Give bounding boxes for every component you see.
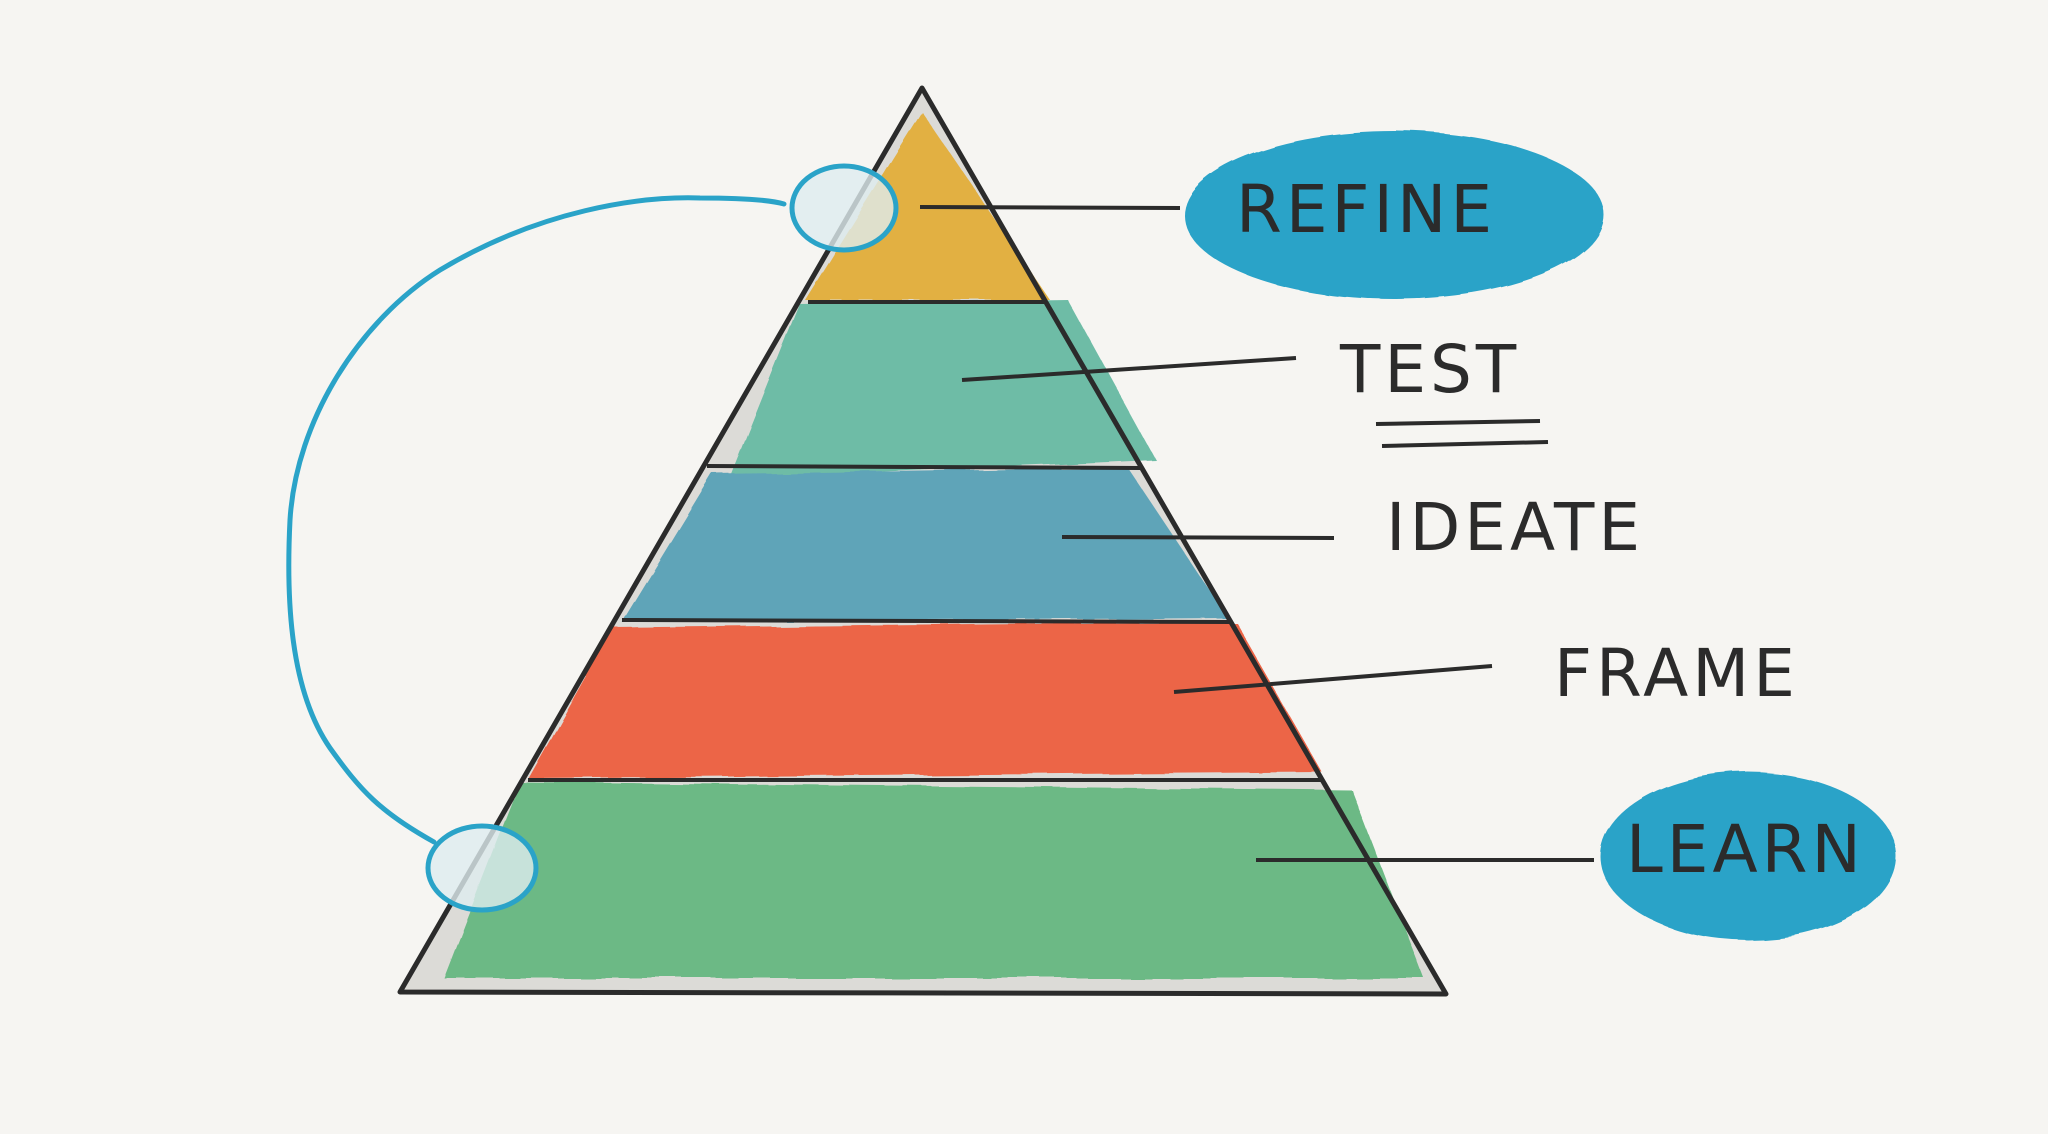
divider-2	[706, 464, 1141, 470]
layer-ideate-fill	[622, 468, 1228, 622]
leader-frame	[1173, 664, 1493, 694]
pyramid-outline	[397, 85, 1449, 997]
learn-highlight-circle	[425, 823, 539, 913]
label-learn: LEARN	[1626, 811, 1865, 888]
divider-3	[621, 618, 1233, 624]
label-refine: REFINE	[1236, 171, 1496, 248]
label-frame: FRAME	[1554, 635, 1799, 712]
leader-refine	[919, 205, 1181, 210]
leader-ideate	[1061, 535, 1335, 540]
highlight-blob-learn	[1600, 772, 1896, 940]
layer-test-fill	[730, 300, 1156, 478]
feedback-connector	[286, 195, 787, 845]
label-ideate: IDEATE	[1386, 489, 1644, 566]
test-underline-2	[1381, 440, 1549, 448]
leader-test	[961, 356, 1297, 382]
test-underline-1	[1375, 419, 1541, 426]
highlight-blob-refine	[1184, 131, 1604, 299]
label-test: TEST	[1339, 331, 1520, 408]
layer-frame-fill	[528, 622, 1322, 778]
layer-learn-fill	[444, 782, 1424, 978]
refine-highlight-circle	[789, 163, 899, 253]
